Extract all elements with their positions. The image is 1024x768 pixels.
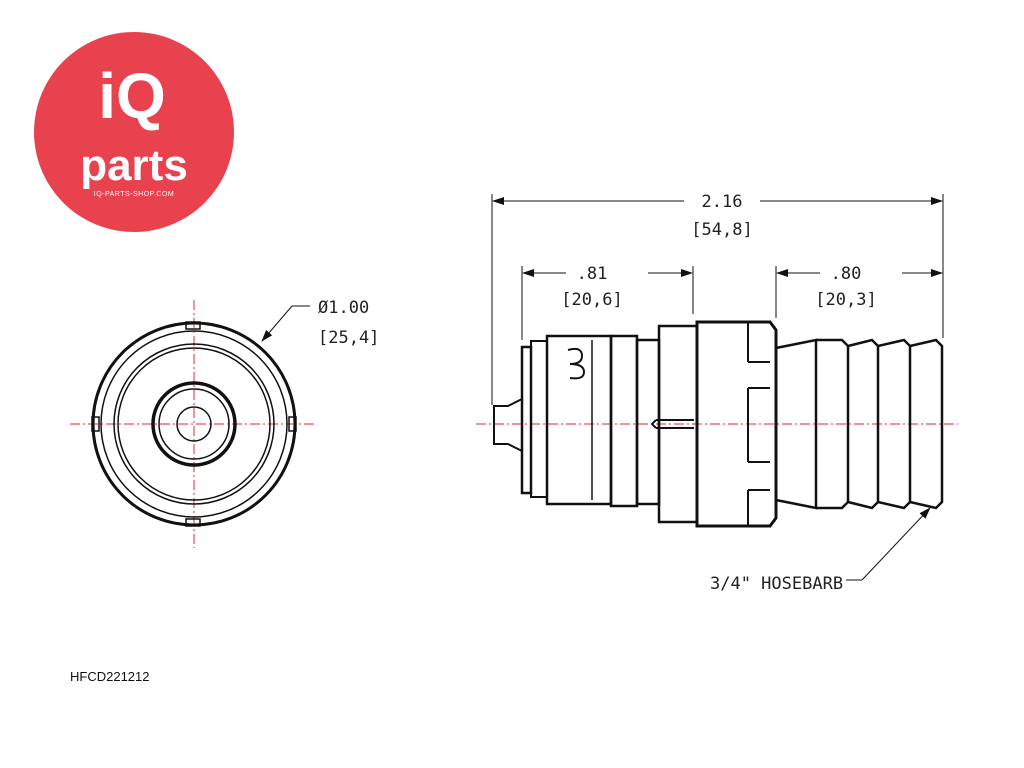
barb-ridge-3 [877, 338, 912, 510]
tab-top [185, 321, 201, 330]
bore-inner [176, 406, 212, 442]
outer-ring-inner [100, 330, 288, 518]
barb-neck [775, 338, 818, 510]
right-mm-label: [20,3] [815, 290, 876, 310]
tab-right [288, 416, 297, 432]
front-collar-2 [530, 340, 548, 498]
front-collar [520, 345, 533, 495]
tab-bottom [185, 518, 201, 527]
part-number: HFCD221212 [70, 669, 150, 684]
left-mm-label: [20,6] [561, 290, 622, 310]
latch-symbol [567, 347, 586, 380]
mid-body [635, 338, 661, 506]
logo-brand-bottom: parts [80, 141, 188, 190]
middle-ring [113, 343, 275, 505]
left-inch-label: .81 [577, 264, 608, 284]
end-view: Ø1.00 [25,4] [70, 298, 379, 548]
logo-brand-top: iQ [98, 60, 166, 132]
overall-inch-label: 2.16 [702, 192, 743, 212]
nose-tip [493, 398, 523, 452]
hex-body [695, 320, 778, 528]
bore-outer [151, 381, 237, 467]
iq-parts-logo[interactable]: iQ parts IQ-PARTS-SHOP.COM [34, 32, 234, 232]
right-inch-label: .80 [831, 264, 862, 284]
logo-circle [34, 32, 234, 232]
diameter-inch-label: Ø1.00 [318, 298, 369, 318]
shoulder [609, 334, 639, 508]
diameter-mm-label: [25,4] [318, 328, 379, 348]
middle-ring-inner [117, 347, 271, 501]
pin [650, 419, 694, 429]
bore-mid [158, 388, 230, 460]
hosebarb-label: 3/4" HOSEBARB [710, 574, 843, 594]
overall-mm-label: [54,8] [691, 220, 752, 240]
logo-website: IQ-PARTS-SHOP.COM [94, 191, 174, 198]
barb-ridge-4 [909, 338, 944, 510]
outer-ring [91, 321, 297, 527]
side-view: 2.16 [54,8] .81 [20,6] .80 [20,3] 3/4" H… [476, 192, 958, 594]
tab-left [91, 416, 100, 432]
diameter-leader-arrow [261, 305, 293, 342]
barb-ridge-2 [847, 338, 880, 510]
hosebarb-leader-arrow [861, 507, 931, 581]
barb-ridge-1 [816, 338, 850, 510]
